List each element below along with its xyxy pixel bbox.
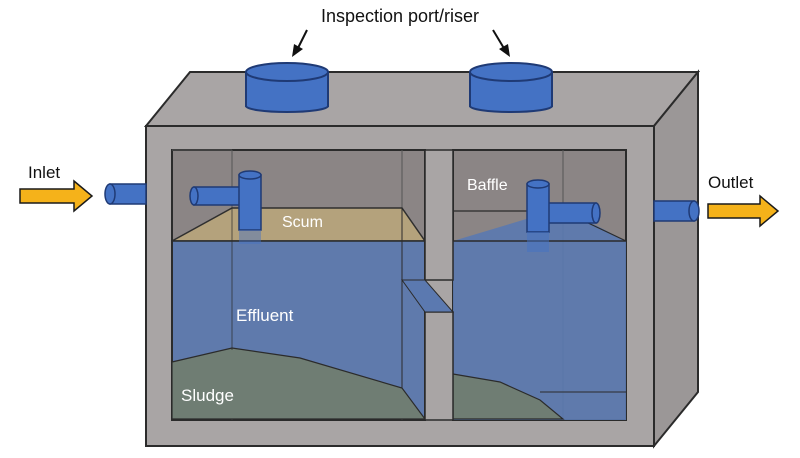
label-outlet: Outlet xyxy=(708,173,754,192)
inlet-tee xyxy=(189,170,262,244)
inspection-pointer-right xyxy=(492,29,510,57)
riser-right xyxy=(469,62,553,113)
outlet-arrow xyxy=(707,194,780,228)
effluent-chamber-2 xyxy=(453,208,626,420)
inspection-pointer-left xyxy=(292,29,308,57)
label-baffle: Baffle xyxy=(467,177,508,194)
outlet-tee-baffle xyxy=(526,179,601,252)
outlet-pipe xyxy=(653,200,700,222)
riser-left xyxy=(245,62,329,113)
label-inspection: Inspection port/riser xyxy=(321,6,479,26)
label-inlet: Inlet xyxy=(28,163,60,182)
inlet-pipe xyxy=(104,183,147,205)
label-effluent: Effluent xyxy=(236,306,294,325)
transfer-opening xyxy=(401,279,455,313)
divider-wall-lower xyxy=(424,311,454,421)
label-scum: Scum xyxy=(282,214,323,231)
tank-top-face xyxy=(143,71,701,127)
divider-wall xyxy=(424,149,454,281)
tank-right-face xyxy=(653,69,699,449)
label-sludge: Sludge xyxy=(181,386,234,405)
inlet-arrow xyxy=(19,179,94,213)
